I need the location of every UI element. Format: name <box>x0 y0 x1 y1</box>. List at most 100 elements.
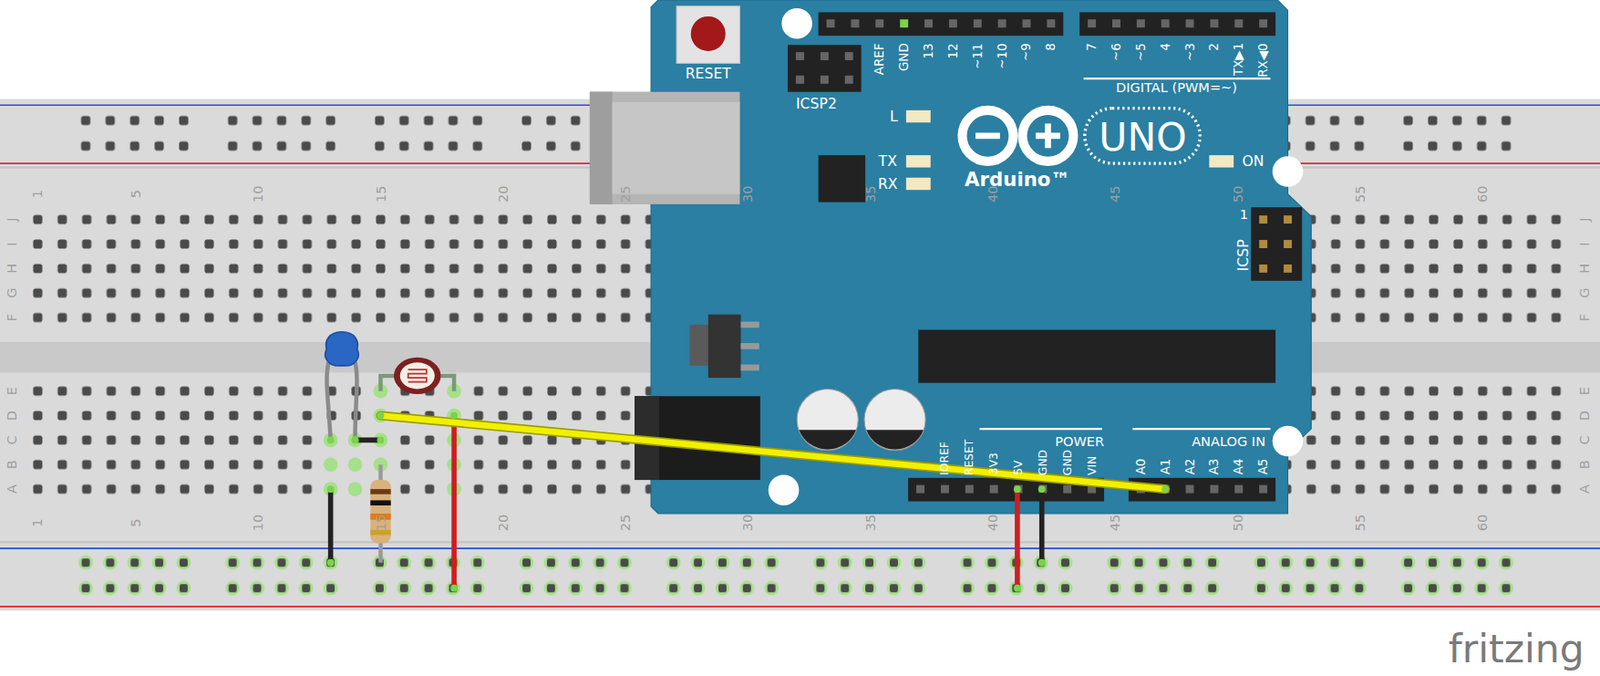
board-components <box>1208 154 1234 167</box>
row-letter: A <box>5 484 20 494</box>
silkscreen-lines <box>1132 427 1270 430</box>
header-pin <box>826 19 836 28</box>
header-pin <box>875 19 884 28</box>
breadboard-body <box>73 549 1544 601</box>
pin-label: 2 <box>1207 42 1220 52</box>
column-number: 55 <box>1353 514 1368 532</box>
pin-label: RX◀0 <box>1257 42 1270 77</box>
column-number: 5 <box>129 189 144 198</box>
reset-button <box>676 6 740 64</box>
jumper-wires <box>451 415 457 589</box>
header-pin <box>795 51 805 61</box>
pin-label: TX▶1 <box>1232 42 1245 76</box>
column-number: 60 <box>1476 514 1490 532</box>
board-components <box>741 321 760 329</box>
column-number: 35 <box>863 514 878 532</box>
header-pin <box>940 485 950 494</box>
pin-label: GND <box>898 42 910 72</box>
column-number: 50 <box>1230 185 1245 203</box>
breadboard-body <box>0 605 1600 608</box>
wire-ends <box>450 412 458 420</box>
jumper-wires <box>1014 488 1021 589</box>
wire-ends <box>1038 558 1046 567</box>
header-pin <box>990 485 999 494</box>
header-pin <box>1209 485 1219 494</box>
header-pin <box>924 19 933 28</box>
pin-label: AREF <box>873 42 886 75</box>
header-pin <box>973 19 982 28</box>
jumper-wires <box>355 437 382 444</box>
board-components <box>906 110 931 123</box>
column-number: 50 <box>1230 514 1245 532</box>
header-pin <box>1186 19 1195 28</box>
wire-ends <box>1038 485 1046 493</box>
header-pin <box>1087 19 1096 28</box>
header-pin <box>1046 19 1055 28</box>
row-letter: E <box>5 386 20 395</box>
pin-label: 5V <box>1012 459 1024 475</box>
wire-ends <box>351 435 360 444</box>
column-number: 45 <box>1108 514 1123 532</box>
pin-label: ~3 <box>1183 42 1196 62</box>
pin-headers <box>1079 11 1276 36</box>
header-pin <box>965 485 974 494</box>
wire-ends <box>327 435 335 444</box>
pin-label: 8 <box>1044 42 1057 52</box>
button-label: RESET <box>685 66 732 82</box>
pin-label: 3V3 <box>988 452 1000 475</box>
header-pin <box>899 19 909 28</box>
photoresistor <box>400 361 435 389</box>
row-letter: D <box>1578 410 1592 421</box>
row-letter: C <box>1578 434 1592 444</box>
board-components <box>798 429 857 450</box>
pin-label: ~9 <box>1020 42 1033 62</box>
pin-label: 4 <box>1158 42 1171 52</box>
wire-ends <box>1161 485 1169 493</box>
header-pin <box>1259 239 1268 248</box>
resistor <box>370 464 391 562</box>
header-pin <box>795 75 805 84</box>
brand-label: Arduino™ <box>964 169 1071 189</box>
column-number: 55 <box>1353 185 1368 203</box>
pin-headers <box>818 11 1064 36</box>
resistor <box>370 488 391 495</box>
pin-label: A0 <box>1135 458 1147 475</box>
led-label: TX <box>878 154 898 169</box>
header-pin <box>1021 19 1031 28</box>
led-label: ON <box>1241 154 1264 169</box>
header-pin <box>820 75 829 84</box>
header-pin <box>1014 485 1023 494</box>
section-label: DIGITAL (PWM=~) <box>1115 81 1238 95</box>
column-number: 40 <box>986 514 1001 532</box>
arduino-board <box>589 92 613 205</box>
arduino-board <box>589 0 1311 514</box>
wire-ends <box>377 412 385 420</box>
header-pin <box>949 19 958 28</box>
section-label: POWER <box>1054 433 1105 448</box>
header-pin <box>1161 19 1170 28</box>
row-letter: B <box>1578 459 1592 469</box>
pin-label: 13 <box>922 42 935 59</box>
highlighted-holes <box>348 456 363 472</box>
pin-label: GND <box>1062 448 1074 475</box>
reset-button <box>676 6 740 64</box>
pin-label: GND <box>1037 448 1049 475</box>
column-number: 40 <box>986 185 1001 203</box>
header-pin <box>1283 215 1292 224</box>
arduino-board <box>1272 155 1304 187</box>
arduino-board <box>589 92 741 205</box>
header-pin <box>1283 239 1292 248</box>
row-letter: B <box>5 459 20 469</box>
row-letter: F <box>5 313 20 321</box>
arduino-board <box>612 102 741 195</box>
header-pin <box>1234 485 1243 494</box>
pin-headers <box>787 44 862 92</box>
highlighted-holes <box>348 481 363 496</box>
column-number: 1 <box>30 189 45 198</box>
arduino-logo <box>1021 110 1074 162</box>
jumper-wires <box>1039 488 1045 563</box>
row-letter: E <box>1578 386 1592 395</box>
wire-ends <box>351 435 360 444</box>
pin-label: ~10 <box>995 42 1008 69</box>
